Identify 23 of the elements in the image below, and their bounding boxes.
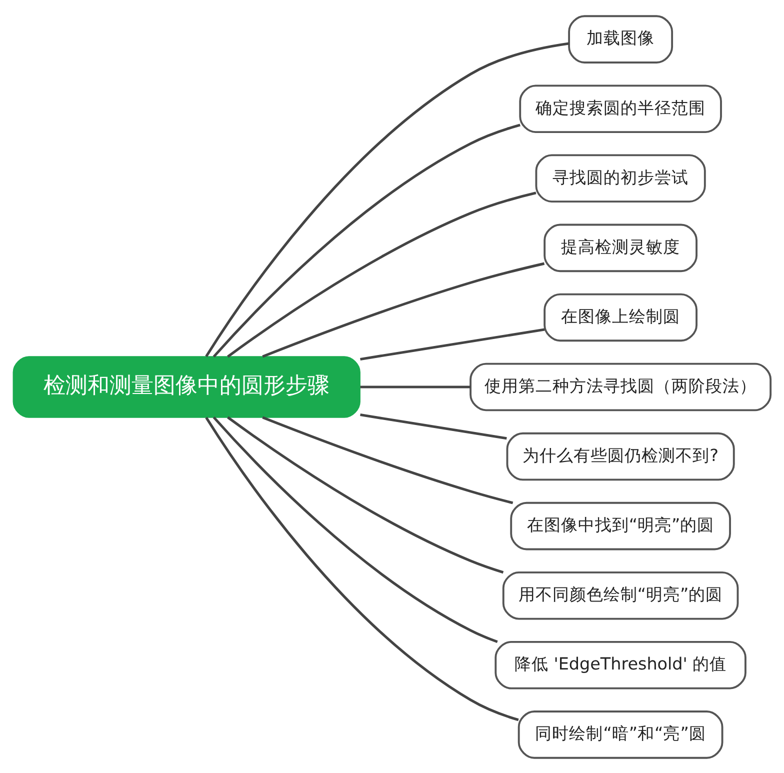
node-box: 提高检测灵敏度 xyxy=(544,223,698,272)
connector xyxy=(212,416,498,643)
connector xyxy=(360,328,545,360)
node-box: 降低 'EdgeThreshold' 的值 xyxy=(494,640,746,689)
connector xyxy=(212,123,520,358)
node-box: 在图像上绘制圆 xyxy=(544,292,698,342)
node-box: 检测和测量图像中的圆形步骤 xyxy=(12,356,360,418)
node-box: 在图像中找到“明亮”的圆 xyxy=(510,501,731,550)
connector xyxy=(262,416,514,504)
node-box: 用不同颜色绘制“明亮”的圆 xyxy=(502,570,739,620)
node-box: 为什么有些圆仍检测不到? xyxy=(506,432,735,480)
connector xyxy=(205,416,519,721)
node-box: 同时绘制“暗”和“亮”圆 xyxy=(518,710,724,758)
connector xyxy=(205,42,570,357)
node-box: 确定搜索圆的半径范围 xyxy=(519,84,722,132)
node-box: 加载图像 xyxy=(568,14,674,63)
node-box: 使用第二种方法寻找圆（两阶段法） xyxy=(470,362,772,411)
connector xyxy=(227,416,504,574)
connector xyxy=(262,262,545,358)
connector xyxy=(360,385,470,388)
node-box: 寻找圆的初步尝试 xyxy=(535,154,706,202)
connector xyxy=(227,191,536,358)
connector xyxy=(360,413,507,440)
